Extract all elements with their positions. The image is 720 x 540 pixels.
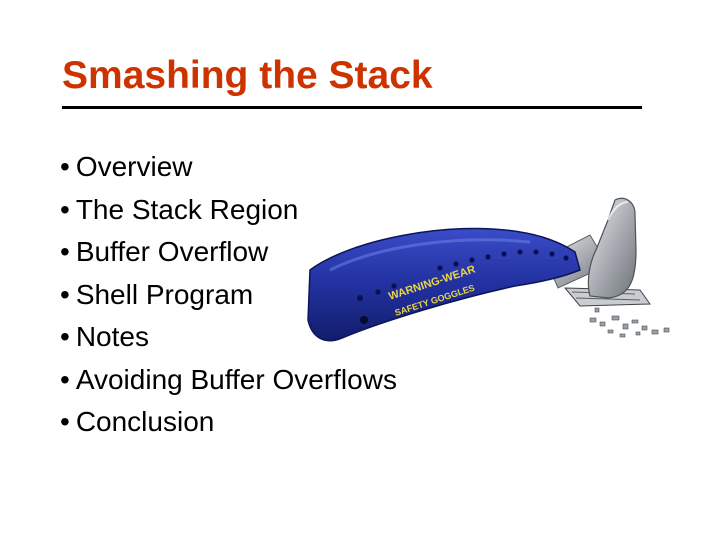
bullet-marker: •: [60, 278, 70, 310]
bullet-marker: •: [60, 363, 70, 395]
bullet-text: Shell Program: [75, 278, 254, 310]
bullet-text: The Stack Region: [75, 193, 299, 225]
debris-pieces: [589, 307, 670, 338]
bullet-list: •Overview •The Stack Region •Buffer Over…: [60, 146, 397, 444]
bullet-marker: •: [60, 406, 70, 437]
bullet-item-conclusion: •Conclusion: [60, 401, 397, 444]
bullet-marker: •: [60, 321, 70, 352]
bullet-text: Notes: [75, 321, 149, 352]
bullet-text: Overview: [75, 151, 193, 182]
bullet-marker: •: [60, 193, 70, 225]
bullet-item-avoiding: •Avoiding Buffer Overflows: [60, 359, 397, 402]
title-underline: [62, 106, 642, 109]
hammer-head: [587, 197, 637, 299]
bullet-item-stack-region: •The Stack Region: [60, 189, 397, 232]
hammer-icon: WARNING-WEAR SAFETY GOGGLES: [307, 197, 670, 342]
bullet-text: Buffer Overflow: [75, 236, 269, 267]
bullet-item-notes: •Notes: [60, 316, 397, 359]
bullet-marker: •: [60, 151, 70, 182]
bullet-item-buffer-overflow: •Buffer Overflow: [60, 231, 397, 274]
bullet-text: Conclusion: [75, 406, 215, 437]
grip-holes: [357, 249, 569, 324]
bullet-marker: •: [60, 236, 70, 267]
bullet-item-shell-program: •Shell Program: [60, 274, 397, 317]
bullet-text: Avoiding Buffer Overflows: [75, 363, 397, 395]
slide-title: Smashing the Stack: [62, 54, 433, 97]
hammer-grip: [307, 227, 581, 342]
bullet-item-overview: •Overview: [60, 146, 397, 189]
